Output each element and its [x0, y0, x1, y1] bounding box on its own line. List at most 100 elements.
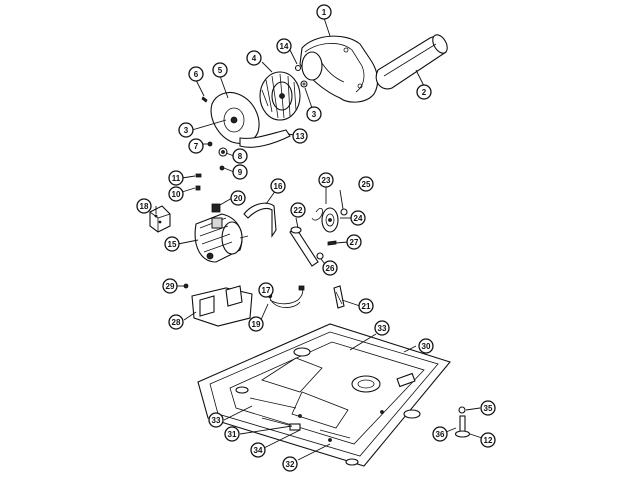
svg-text:23: 23: [322, 176, 331, 185]
callout-31: 31: [224, 426, 240, 442]
callout-24: 24: [350, 210, 366, 226]
callout-9: 9: [232, 164, 248, 180]
svg-text:33: 33: [212, 416, 221, 425]
svg-text:10: 10: [172, 190, 181, 199]
washer-25[interactable]: [340, 208, 348, 216]
screw-10[interactable]: [195, 185, 201, 191]
callout-13: 13: [292, 128, 308, 144]
svg-text:26: 26: [326, 264, 335, 273]
base-chassis[interactable]: [197, 323, 451, 467]
callout-26: 26: [322, 260, 338, 276]
svg-text:1: 1: [322, 8, 327, 17]
callout-25: 25: [358, 176, 374, 192]
callout-5: 5: [212, 62, 228, 78]
screw-27[interactable]: [327, 240, 337, 246]
callout-3-lower: 3: [178, 122, 194, 138]
callout-35: 35: [480, 400, 496, 416]
svg-text:12: 12: [484, 436, 493, 445]
svg-text:4: 4: [252, 54, 257, 63]
svg-text:36: 36: [436, 430, 445, 439]
exhaust-duct[interactable]: [375, 32, 450, 90]
svg-text:33: 33: [378, 324, 387, 333]
svg-text:30: 30: [422, 342, 431, 351]
callout-36: 36: [432, 426, 448, 442]
spring-23[interactable]: [311, 208, 323, 221]
callout-15: 15: [164, 236, 180, 252]
svg-text:17: 17: [262, 286, 271, 295]
callout-12: 12: [480, 432, 496, 448]
callout-3-upper: 3: [306, 106, 322, 122]
callout-17: 17: [258, 282, 274, 298]
callout-18: 18: [136, 198, 152, 214]
drive-motor[interactable]: [194, 213, 249, 263]
idler-arm[interactable]: [289, 226, 319, 267]
svg-text:35: 35: [484, 404, 493, 413]
callout-8: 8: [232, 148, 248, 164]
leveling-leg[interactable]: [454, 415, 471, 438]
svg-text:20: 20: [234, 194, 243, 203]
callout-23: 23: [318, 172, 334, 188]
svg-text:28: 28: [172, 318, 181, 327]
svg-text:13: 13: [296, 132, 305, 141]
callout-33-lower: 33: [208, 412, 224, 428]
screw-7[interactable]: [207, 141, 213, 147]
callout-30: 30: [418, 338, 434, 354]
svg-text:24: 24: [354, 214, 363, 223]
callout-33-upper: 33: [374, 320, 390, 336]
callout-10: 10: [168, 186, 184, 202]
svg-text:32: 32: [286, 460, 295, 469]
svg-text:5: 5: [218, 66, 223, 75]
svg-text:22: 22: [294, 206, 303, 215]
motor-switch-20[interactable]: [211, 203, 221, 213]
nut-35[interactable]: [458, 406, 466, 414]
callout-28: 28: [168, 314, 184, 330]
svg-text:9: 9: [238, 168, 243, 177]
bracket-21[interactable]: [333, 285, 345, 309]
svg-text:14: 14: [280, 42, 289, 51]
svg-text:7: 7: [194, 142, 199, 151]
callout-14: 14: [276, 38, 292, 54]
callout-2: 2: [416, 84, 432, 100]
motor-clamp[interactable]: [243, 202, 277, 238]
svg-text:34: 34: [254, 446, 263, 455]
svg-text:19: 19: [252, 320, 261, 329]
screw-11[interactable]: [195, 173, 202, 178]
svg-text:18: 18: [140, 202, 149, 211]
callout-21: 21: [358, 298, 374, 314]
callout-32: 32: [282, 456, 298, 472]
svg-text:27: 27: [350, 238, 359, 247]
washer-3-upper[interactable]: [300, 80, 308, 88]
callout-19: 19: [248, 316, 264, 332]
screw-6[interactable]: [201, 96, 208, 103]
nut-8[interactable]: [218, 147, 228, 157]
svg-text:3: 3: [184, 126, 189, 135]
callout-27: 27: [346, 234, 362, 250]
screw-29[interactable]: [183, 283, 189, 289]
svg-text:16: 16: [274, 182, 283, 191]
callout-20: 20: [230, 190, 246, 206]
blower-wheel[interactable]: [259, 71, 301, 121]
svg-text:15: 15: [168, 240, 177, 249]
callout-4: 4: [246, 50, 262, 66]
motor-mount[interactable]: [191, 285, 253, 327]
clip-26[interactable]: [316, 252, 324, 260]
blower-housing[interactable]: [299, 35, 379, 103]
callout-22: 22: [290, 202, 306, 218]
wire-harness[interactable]: [269, 285, 305, 308]
switch-18[interactable]: [149, 205, 171, 233]
washer-14[interactable]: [294, 64, 302, 72]
idler-pulley[interactable]: [321, 207, 339, 233]
callout-29: 29: [162, 278, 178, 294]
callout-16: 16: [270, 178, 286, 194]
callout-11: 11: [168, 170, 184, 186]
svg-text:3: 3: [312, 110, 317, 119]
svg-text:2: 2: [422, 88, 427, 97]
screw-9[interactable]: [219, 165, 225, 171]
svg-text:11: 11: [172, 174, 181, 183]
callout-1: 1: [316, 4, 332, 20]
callout-7: 7: [188, 138, 204, 154]
callout-34: 34: [250, 442, 266, 458]
blower-cover-plate[interactable]: [210, 91, 291, 148]
callout-6: 6: [188, 66, 204, 82]
